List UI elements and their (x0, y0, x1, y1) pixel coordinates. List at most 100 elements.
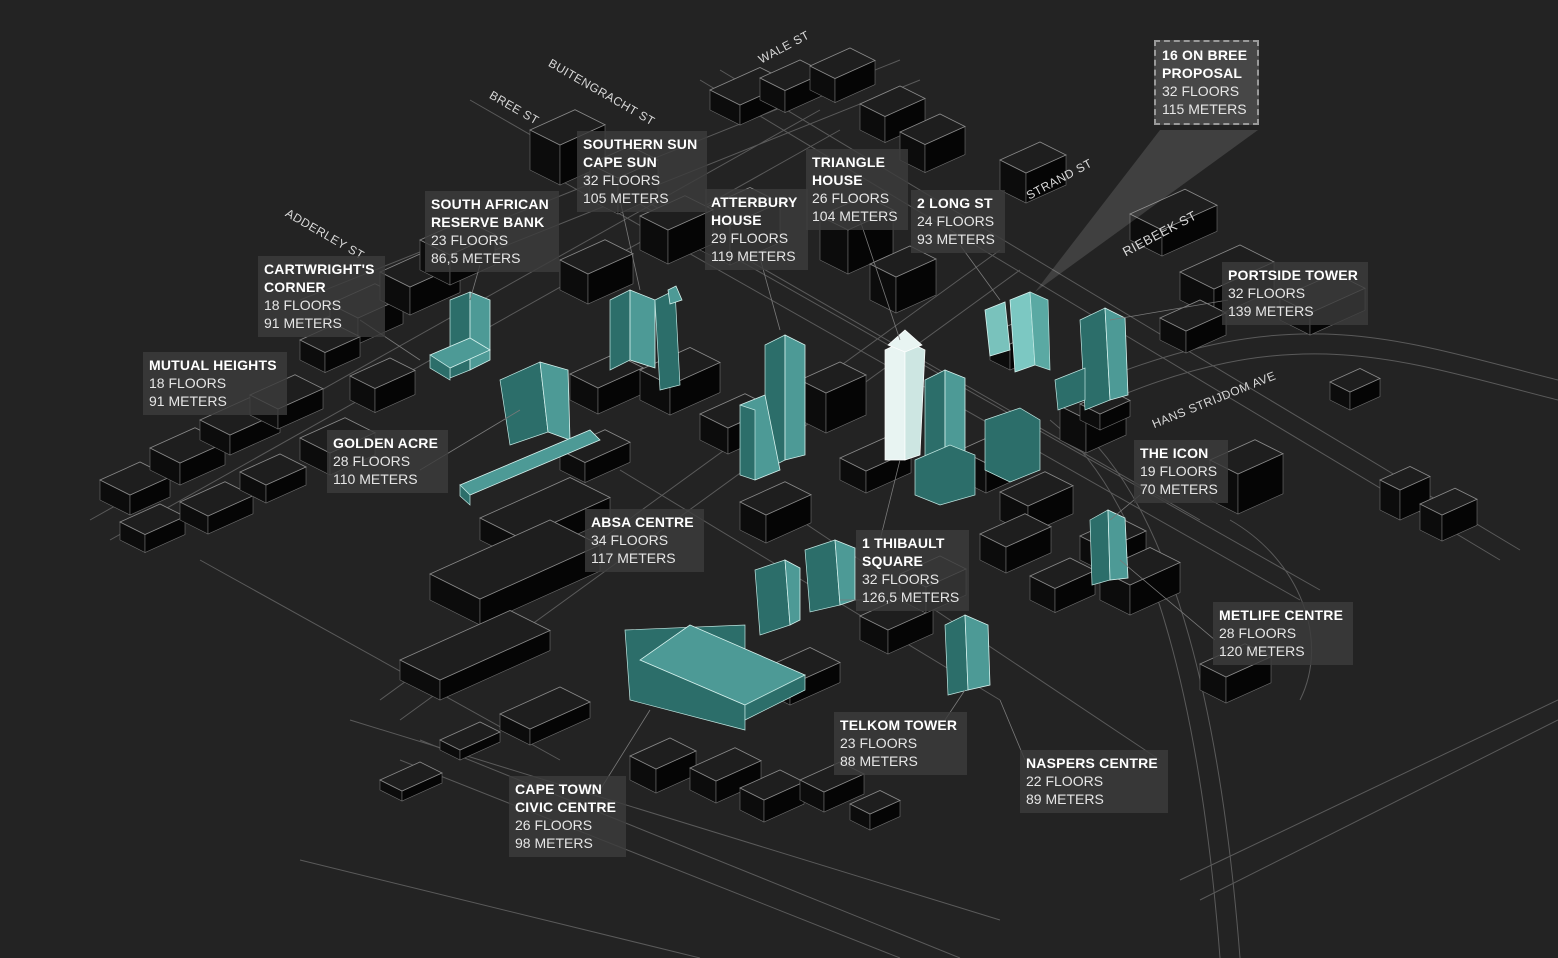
context-block-roof (499, 686, 591, 730)
callout-civic-centre: CAPE TOWN CIVIC CENTRE 26 FLOORS 98 METE… (509, 776, 627, 857)
tower-portside (1054, 307, 1129, 411)
tower-triangle-house (914, 369, 1041, 506)
building-height: 93 METERS (917, 231, 995, 247)
context-block-roof (479, 477, 611, 539)
building-height: 98 METERS (515, 835, 593, 851)
building-name: ATTERBURY HOUSE (711, 194, 798, 228)
callout-2-long-st: 2 LONG ST 24 FLOORS 93 METERS (911, 190, 1005, 253)
tower-civic-centre (624, 624, 806, 731)
building-name: ABSA CENTRE (591, 514, 694, 530)
context-block-roof (999, 471, 1074, 507)
context-block-roof (1379, 466, 1431, 491)
callout-naspers-centre: NASPERS CENTRE 22 FLOORS 89 METERS (1020, 750, 1168, 813)
building-name: NASPERS CENTRE (1026, 755, 1158, 771)
building-name: CARTWRIGHT'S CORNER (264, 261, 375, 295)
tower-telkom (944, 614, 991, 696)
building-height: 70 METERS (1140, 481, 1218, 497)
context-block-roof (439, 721, 501, 751)
callout-telkom-tower: TELKOM TOWER 23 FLOORS 88 METERS (834, 712, 968, 775)
callout-reserve-bank: SOUTH AFRICAN RESERVE BANK 23 FLOORS 86,… (425, 191, 559, 272)
building-name: CAPE TOWN CIVIC CENTRE (515, 781, 617, 815)
building-floors: 23 FLOORS (840, 735, 918, 751)
building-floors: 32 FLOORS (862, 571, 940, 587)
building-height: 120 METERS (1219, 643, 1305, 659)
building-floors: 24 FLOORS (917, 213, 995, 229)
context-block-roof (1329, 368, 1381, 393)
context-block-roof (559, 239, 634, 275)
building-floors: 26 FLOORS (515, 817, 593, 833)
building-floors: 18 FLOORS (149, 375, 227, 391)
context-block-roof (799, 361, 867, 394)
tower-golden-acre (459, 361, 601, 506)
building-name: PORTSIDE TOWER (1228, 267, 1359, 283)
building-floors: 32 FLOORS (1162, 83, 1240, 99)
tower-atterbury (739, 334, 806, 481)
callout-portside-tower: PORTSIDE TOWER 32 FLOORS 139 METERS (1222, 262, 1369, 325)
callout-the-icon: THE ICON 19 FLOORS 70 METERS (1134, 440, 1228, 503)
context-block-roof (979, 513, 1052, 548)
tower-sarb (429, 291, 491, 381)
building-height: 86,5 METERS (431, 250, 521, 266)
context-block-roof (849, 790, 901, 815)
context-block-roof (349, 357, 416, 389)
callout-mutual-heights: MUTUAL HEIGHTS 18 FLOORS 91 METERS (143, 352, 287, 415)
building-floors: 26 FLOORS (812, 190, 890, 206)
building-height: 119 METERS (711, 248, 796, 264)
building-floors: 19 FLOORS (1140, 463, 1218, 479)
building-height: 89 METERS (1026, 791, 1104, 807)
context-block-roof (999, 141, 1067, 174)
building-name: 1 THIBAULT SQUARE (862, 535, 945, 569)
context-block-roof (1209, 439, 1284, 475)
callout-metlife-centre: METLIFE CENTRE 28 FLOORS 120 METERS (1213, 602, 1354, 665)
building-name: 16 ON BREE PROPOSAL (1162, 47, 1248, 81)
callout-atterbury-house: ATTERBURY HOUSE 29 FLOORS 119 METERS (705, 189, 808, 270)
building-name: TRIANGLE HOUSE (812, 154, 886, 188)
context-block-roof (529, 109, 606, 146)
building-name: GOLDEN ACRE (333, 435, 439, 451)
context-block-roof (739, 481, 812, 516)
building-floors: 22 FLOORS (1026, 773, 1104, 789)
tower-16-on-bree (984, 291, 1051, 373)
context-block-roof (379, 761, 443, 792)
building-height: 117 METERS (591, 550, 676, 566)
building-name: METLIFE CENTRE (1219, 607, 1344, 623)
context-block-roof (689, 747, 762, 782)
callout-southern-sun: SOUTHERN SUN CAPE SUN 32 FLOORS 105 METE… (577, 131, 708, 212)
building-floors: 23 FLOORS (431, 232, 509, 248)
building-floors: 32 FLOORS (583, 172, 661, 188)
building-floors: 29 FLOORS (711, 230, 789, 246)
context-block-roof (1419, 487, 1478, 516)
callout-16-on-bree: 16 ON BREE PROPOSAL 32 FLOORS 115 METERS (1154, 40, 1260, 125)
tower-absa (884, 329, 926, 461)
building-height: 91 METERS (264, 315, 342, 331)
building-height: 105 METERS (583, 190, 669, 206)
context-block-roof (629, 737, 697, 770)
context-block-roof (869, 245, 937, 278)
building-floors: 28 FLOORS (333, 453, 411, 469)
callout-1-thibault-square: 1 THIBAULT SQUARE 32 FLOORS 126,5 METERS (856, 530, 970, 611)
callout-golden-acre: GOLDEN ACRE 28 FLOORS 110 METERS (327, 430, 449, 493)
context-block-roof (399, 610, 551, 681)
building-floors: 18 FLOORS (264, 297, 342, 313)
building-height: 104 METERS (812, 208, 898, 224)
building-name: TELKOM TOWER (840, 717, 958, 733)
building-name: SOUTHERN SUN CAPE SUN (583, 136, 698, 170)
tower-the-icon (1089, 509, 1129, 586)
context-block-roof (1129, 188, 1218, 231)
building-height: 91 METERS (149, 393, 227, 409)
proposal-spotlight (1035, 130, 1258, 292)
context-block-roof (809, 47, 876, 79)
building-floors: 28 FLOORS (1219, 625, 1297, 641)
building-name: MUTUAL HEIGHTS (149, 357, 277, 373)
callout-absa-centre: ABSA CENTRE 34 FLOORS 117 METERS (585, 509, 704, 572)
tower-southern-sun (609, 285, 683, 391)
building-height: 88 METERS (840, 753, 918, 769)
building-height: 115 METERS (1162, 101, 1247, 117)
building-height: 126,5 METERS (862, 589, 960, 605)
building-floors: 34 FLOORS (591, 532, 669, 548)
context-block-roof (859, 85, 926, 117)
highlighted-towers (429, 285, 1129, 731)
context-block-roof (899, 113, 966, 145)
building-height: 110 METERS (333, 471, 418, 487)
